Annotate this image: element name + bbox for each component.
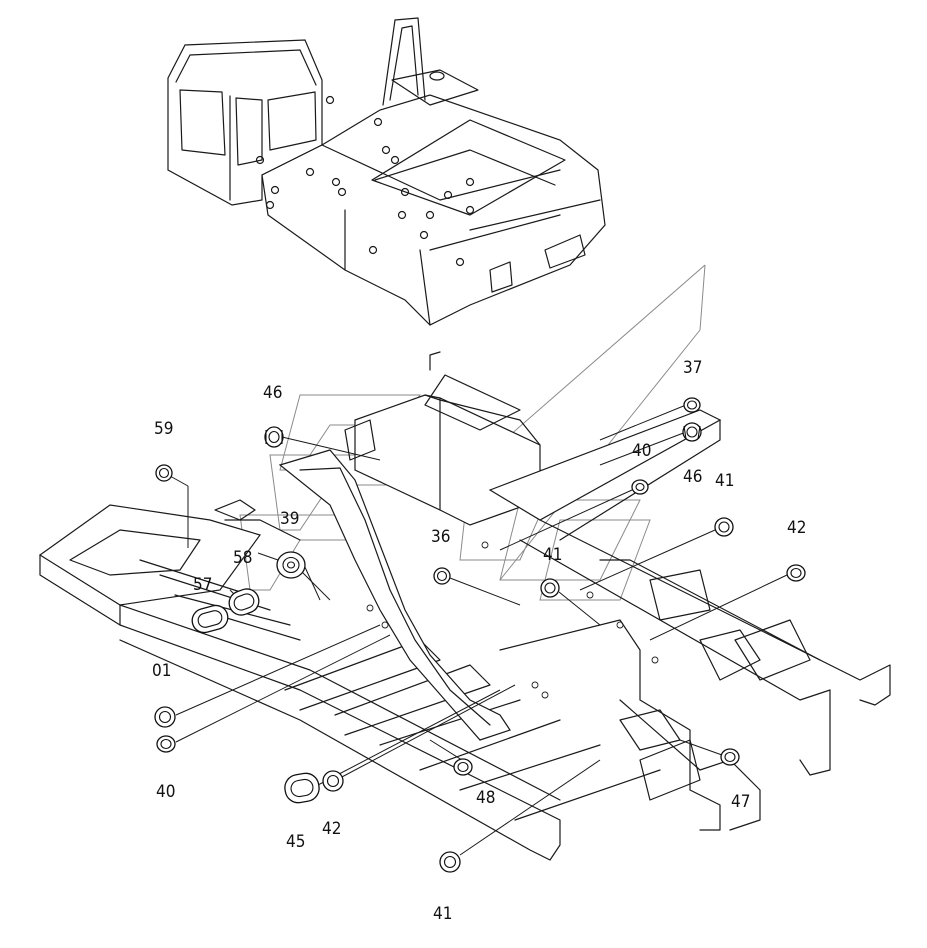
- part-label-59: 59: [154, 419, 173, 439]
- part-label-58: 58: [233, 548, 252, 568]
- grommet-47-icon: [720, 748, 740, 766]
- grommet-57-icon: [191, 604, 229, 634]
- part-label-48: 48: [476, 788, 495, 808]
- part-label-42: 42: [787, 518, 806, 538]
- part-label-41: 41: [715, 471, 734, 491]
- part-label-41: 41: [433, 904, 452, 924]
- upper-structure-view: [167, 17, 606, 326]
- grommet-42-lower-icon: [322, 770, 344, 792]
- part-label-42: 42: [322, 819, 341, 839]
- grommet-40-right-icon: [631, 479, 649, 495]
- part-label-41: 41: [543, 545, 562, 565]
- grommet-58-icon: [228, 588, 260, 616]
- grommets: [154, 397, 806, 873]
- grommet-36-icon: [433, 567, 451, 585]
- part-label-46: 46: [263, 383, 282, 403]
- part-label-57: 57: [193, 575, 212, 595]
- grommet-41-center-icon: [540, 578, 560, 598]
- grommet-45-icon: [284, 772, 320, 804]
- grommet-48-icon: [453, 758, 473, 776]
- part-label-39: 39: [280, 509, 299, 529]
- part-label-47: 47: [731, 792, 750, 812]
- leader-lines: [169, 404, 788, 856]
- part-label-46: 46: [683, 467, 702, 487]
- frame-view: [38, 351, 891, 861]
- grommet-46-right-icon: [682, 422, 702, 442]
- grommet-59-icon: [155, 464, 173, 482]
- part-label-45: 45: [286, 832, 305, 852]
- part-label-40: 40: [156, 782, 175, 802]
- grommet-39-icon: [276, 551, 306, 579]
- grommet-41-bottom-icon: [439, 851, 461, 873]
- part-label-37: 37: [683, 358, 702, 378]
- grommet-42-right-icon: [786, 564, 806, 582]
- part-label-36: 36: [431, 527, 450, 547]
- grommet-37-icon: [683, 397, 701, 413]
- grommet-40-left-icon: [156, 735, 176, 753]
- grommet-46-left-icon: [264, 426, 284, 448]
- part-labels: 37 46 46 59 40 41 42 39 36 41 58 57 01 4…: [152, 358, 806, 924]
- part-label-01: 01: [152, 661, 171, 681]
- grommet-41-right-icon: [714, 517, 734, 537]
- part-label-40: 40: [632, 441, 651, 461]
- grommet-01-icon: [154, 706, 176, 728]
